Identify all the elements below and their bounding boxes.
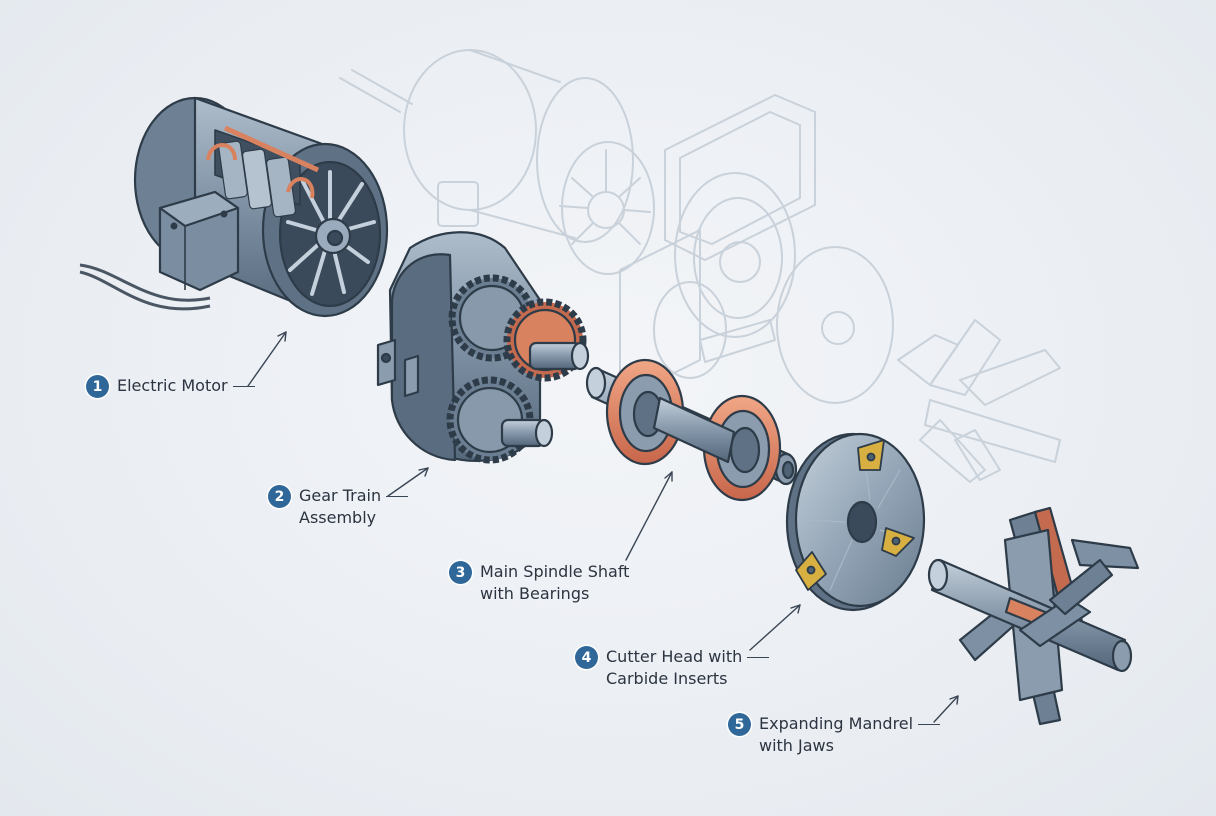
bearing-front	[605, 358, 685, 466]
callout-electric-motor: 1 Electric Motor	[86, 375, 255, 398]
callout-expanding-mandrel: 5 Expanding Mandrel with Jaws	[728, 713, 941, 757]
callout-label-line: Electric Motor	[117, 375, 255, 397]
callout-label-line: Cutter Head with	[606, 646, 770, 668]
callout-number-badge: 2	[268, 485, 291, 508]
callout-label-line: with Bearings	[480, 584, 590, 603]
carbide-insert	[795, 439, 915, 591]
callout-number-badge: 3	[449, 561, 472, 584]
ghost-assembly-outline	[339, 49, 1061, 483]
callout-label-line: Assembly	[299, 508, 377, 527]
cutter-head-part	[785, 432, 926, 612]
callout-gear-train: 2 Gear Train Assembly	[268, 485, 409, 529]
callout-number-badge: 5	[728, 713, 751, 736]
callout-cutter-head: 4 Cutter Head with Carbide Inserts	[575, 646, 770, 690]
callout-spindle-shaft: 3 Main Spindle Shaft with Bearings	[449, 561, 629, 605]
callout-label-line: Main Spindle Shaft	[480, 562, 630, 581]
spindle-shaft-part	[585, 358, 798, 502]
callout-label-line: Carbide Inserts	[606, 669, 728, 688]
callout-number-badge: 1	[86, 375, 109, 398]
callout-number-badge: 4	[575, 646, 598, 669]
leader-arrows	[247, 331, 959, 723]
leader-arrow-2	[387, 467, 429, 497]
leader-arrow-3	[625, 471, 673, 561]
callout-label-line: Expanding Mandrel	[759, 713, 941, 735]
leader-arrow-4	[749, 604, 801, 651]
leader-arrow-5	[933, 695, 959, 723]
callout-label-line: with Jaws	[759, 736, 834, 755]
leader-arrow-1	[247, 331, 287, 387]
electric-motor-part	[79, 96, 389, 318]
gear-train-part	[376, 231, 590, 464]
callout-label-line: Gear Train	[299, 485, 409, 507]
expanding-mandrel-part	[927, 506, 1140, 726]
